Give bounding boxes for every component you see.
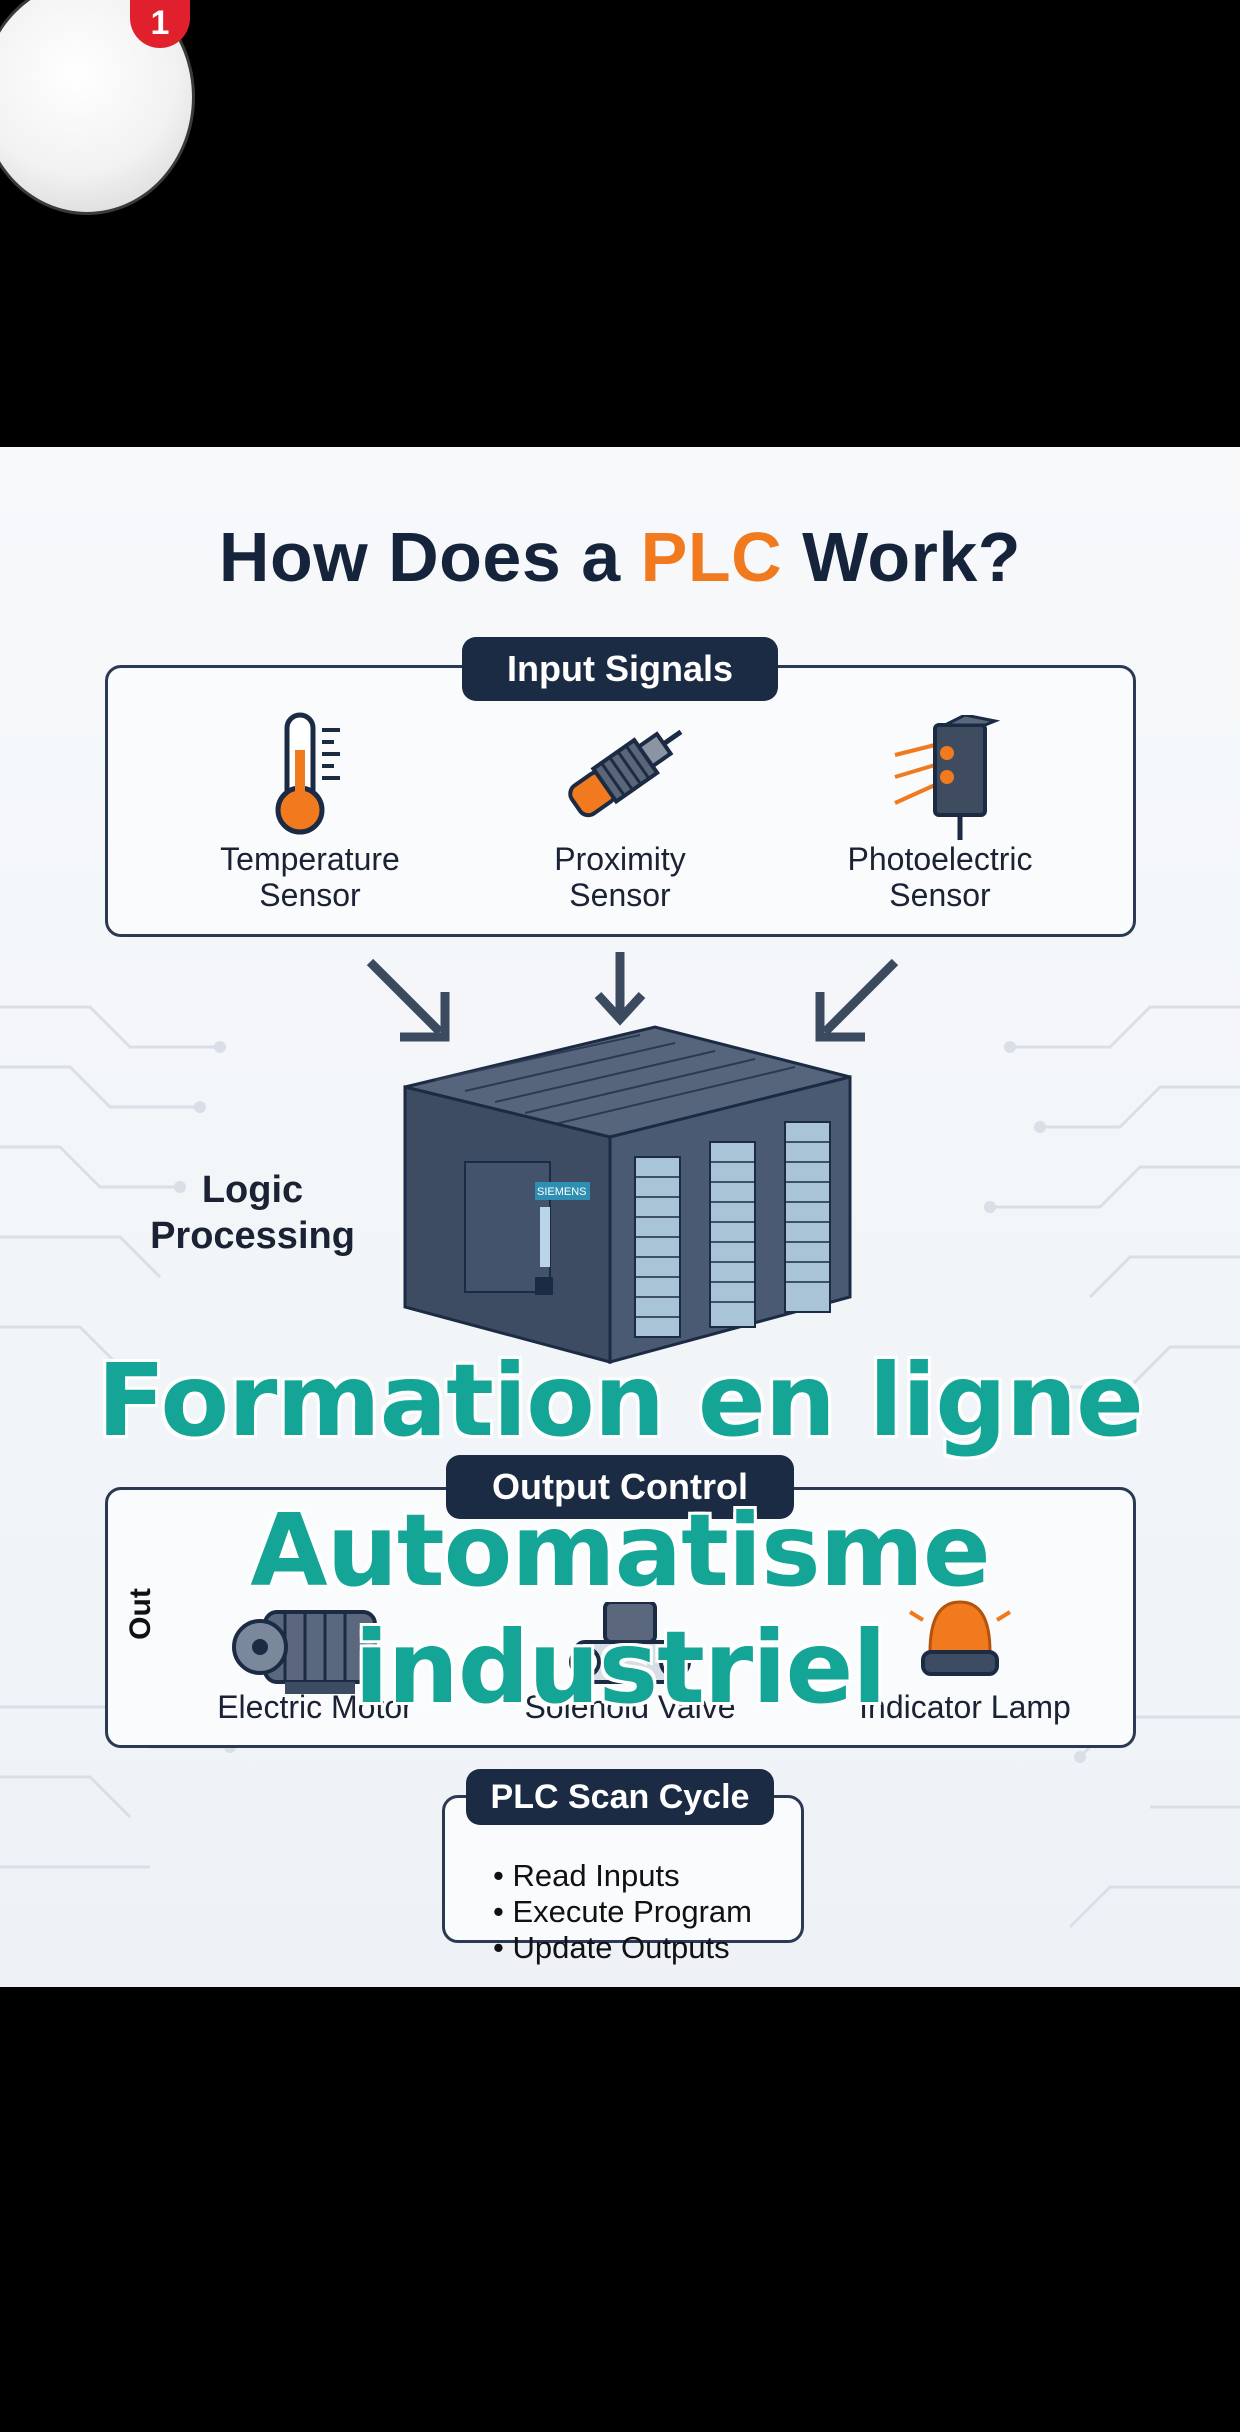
video-frame[interactable]: How Does a PLC Work? Input Signals Tempe… — [0, 447, 1240, 1987]
indicator-lamp-icon — [908, 1600, 1012, 1676]
infographic-title: How Does a PLC Work? — [218, 518, 1022, 596]
notification-badge[interactable]: 1 — [130, 0, 190, 48]
solenoid-valve-label: Solenoid Valve — [524, 1689, 736, 1725]
scan-step: Execute Program — [493, 1894, 752, 1930]
overlay-caption-line2: Automatisme industriel — [250, 1492, 990, 1726]
scan-step: Read Inputs — [493, 1858, 752, 1894]
overlay-caption-line1: Formation en ligne — [97, 1342, 1144, 1459]
scan-cycle-steps: Read Inputs Execute Program Update Outpu… — [493, 1858, 752, 1966]
siemens-brand-text: SIEMENS — [537, 1186, 587, 1198]
scan-step: Update Outputs — [493, 1930, 752, 1966]
scan-cycle-header: PLC Scan Cycle — [466, 1769, 774, 1825]
proximity-sensor-icon — [568, 729, 683, 818]
thermometer-icon — [275, 712, 340, 835]
indicator-lamp-label: Indicator Lamp — [859, 1689, 1071, 1725]
arrow-temperature-to-plc — [366, 958, 450, 1042]
title-accent: PLC — [640, 518, 783, 596]
arrow-proximity-to-plc — [594, 952, 646, 1026]
input-signals-header: Input Signals — [462, 637, 778, 701]
plc-unit-illustration: SIEMENS — [403, 1025, 852, 1364]
electric-motor-label: Electric Motor — [217, 1689, 413, 1725]
solenoid-valve-icon — [569, 1602, 691, 1684]
arrow-photoelectric-to-plc — [815, 958, 899, 1042]
output-control-header: Output Control — [446, 1455, 794, 1519]
photoelectric-sensor-icon — [894, 715, 1001, 840]
electric-motor-icon — [232, 1610, 377, 1694]
